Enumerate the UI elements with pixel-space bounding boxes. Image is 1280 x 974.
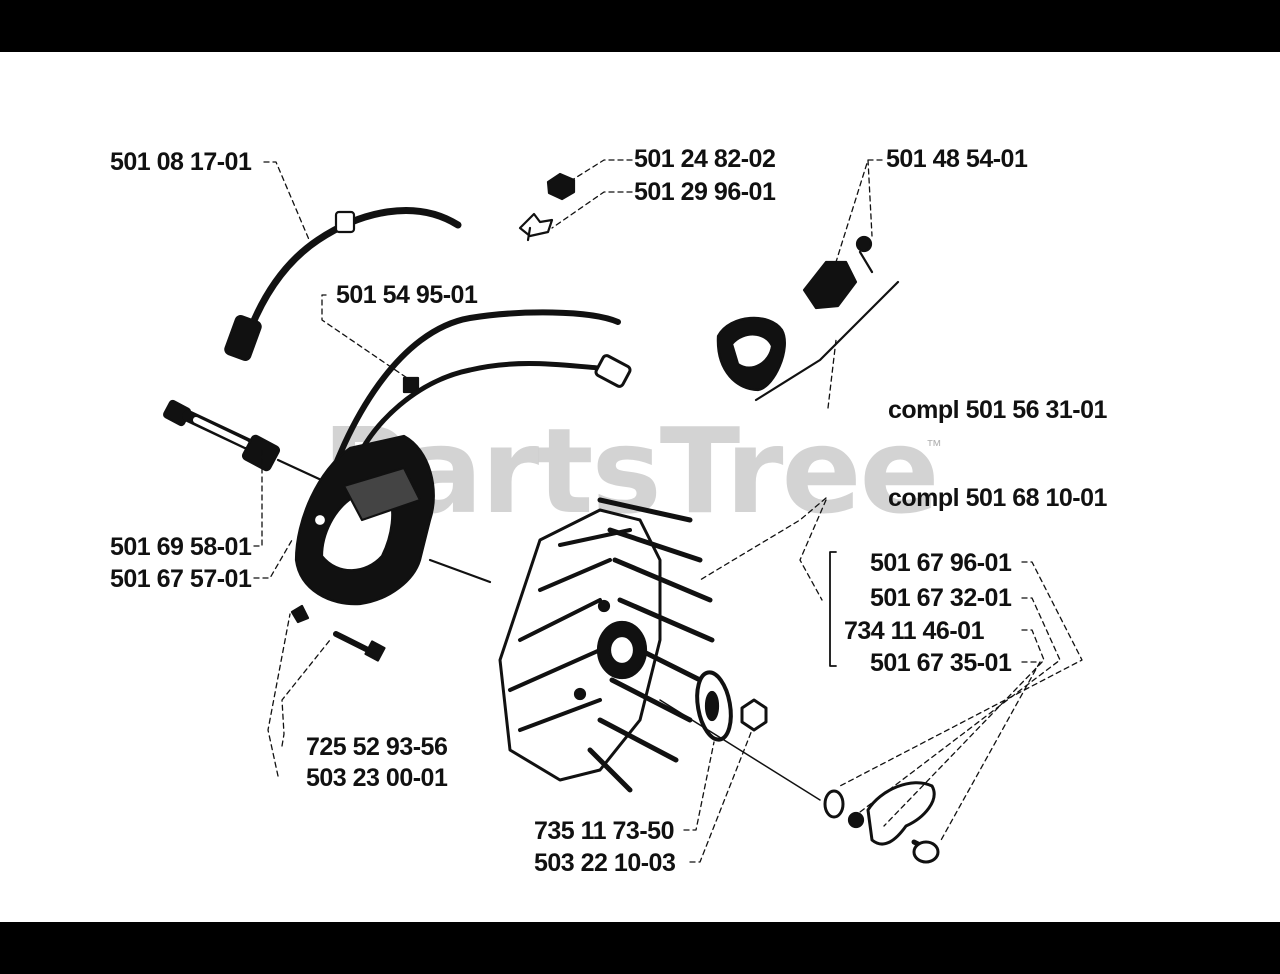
flywheel-part	[498, 497, 715, 793]
label-pawl: 501 67 96-01	[870, 549, 1012, 577]
ignition-lead-wire	[317, 309, 632, 513]
subgroup-bracket	[829, 551, 837, 667]
label-flywheel-assembly: compl 501 68 10-01	[888, 484, 1107, 512]
spark-plug-part	[163, 399, 332, 486]
trademark-mark: ™	[926, 438, 942, 455]
label-boot-wire: 501 08 17-01	[110, 148, 252, 176]
label-pawl-screw: 501 67 35-01	[870, 649, 1012, 677]
label-switch-terminal: 501 48 54-01	[886, 145, 1028, 173]
label-cable-clamp: 501 54 95-01	[336, 281, 478, 309]
label-screw: 725 52 93-56	[306, 733, 448, 761]
switch-base-line	[754, 280, 900, 402]
label-ignition-module: 501 67 57-01	[110, 565, 252, 593]
ignition-module-part	[294, 434, 492, 606]
leader-lines	[253, 159, 1083, 863]
label-clip: 501 29 96-01	[634, 178, 776, 206]
flywheel-nut-part	[659, 698, 821, 801]
switch-button-part	[716, 316, 786, 392]
switch-terminal-part	[802, 235, 874, 310]
label-flywheel-nut: 503 22 10-03	[534, 849, 676, 877]
clip-part	[518, 212, 554, 242]
diagram-paper	[0, 52, 1280, 922]
ignition-boot-wire	[224, 207, 462, 361]
label-nut: 501 24 82-02	[634, 145, 776, 173]
pawl-assembly-part	[823, 781, 940, 864]
label-spark-plug: 501 69 58-01	[110, 533, 252, 561]
flywheel-washer-part	[695, 670, 733, 742]
label-spring: 501 67 32-01	[870, 584, 1012, 612]
label-pawl-washer: 734 11 46-01	[844, 617, 984, 645]
label-switch-assembly: compl 501 56 31-01	[888, 396, 1107, 424]
label-flywheel-washer: 735 11 73-50	[534, 817, 674, 845]
nut-part	[546, 172, 576, 201]
label-washer: 503 23 00-01	[306, 764, 448, 792]
module-screw-part	[290, 604, 386, 662]
